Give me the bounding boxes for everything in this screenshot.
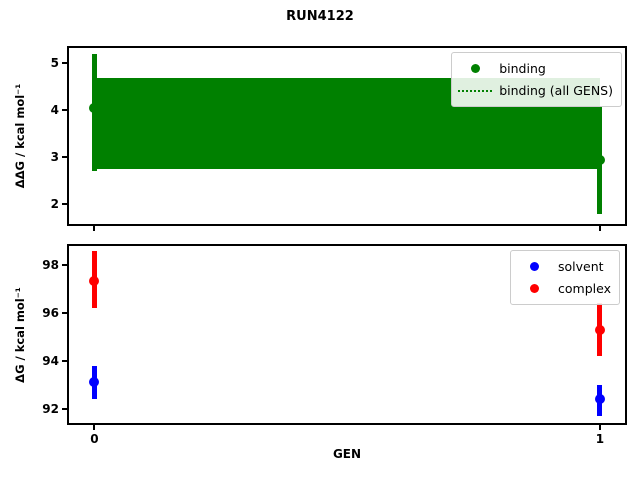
- y-tick: [62, 203, 67, 206]
- y-tick: [62, 407, 67, 410]
- legend-dg: solvent complex: [510, 250, 620, 305]
- x-tick: [598, 425, 601, 430]
- x-axis-label: GEN: [332, 447, 362, 461]
- legend-label-solvent: solvent: [558, 259, 604, 274]
- y-tick: [62, 109, 67, 112]
- x-tick: [93, 226, 96, 231]
- red-dot-icon: [517, 284, 551, 293]
- y-tick-label: 98: [42, 258, 59, 273]
- legend-label-binding: binding: [499, 61, 546, 76]
- x-tick-label: 0: [90, 432, 99, 446]
- data-point-marker: [594, 394, 605, 405]
- figure-title: RUN4122: [286, 9, 354, 24]
- y-tick-label: 2: [50, 197, 59, 212]
- legend-item-binding-all-gens: binding (all GENS): [458, 80, 613, 101]
- legend-binding: binding binding (all GENS): [451, 52, 622, 107]
- y-tick: [62, 62, 67, 65]
- y-tick-label: 4: [50, 103, 59, 118]
- y-axis-label-ddg: ΔΔG / kcal mol⁻¹: [13, 83, 27, 189]
- legend-label-binding-all-gens: binding (all GENS): [499, 83, 613, 98]
- legend-item-complex: complex: [517, 278, 611, 299]
- y-tick: [62, 156, 67, 159]
- x-tick: [93, 425, 96, 430]
- y-tick-label: 3: [50, 150, 59, 165]
- legend-item-solvent: solvent: [517, 256, 611, 277]
- y-tick: [62, 359, 67, 362]
- data-point-marker: [89, 275, 100, 286]
- dg-plot-panel: ΔG / kcal mol⁻¹ solvent complex 92 94 96 98…: [13, 244, 627, 446]
- binding-plot-panel: ΔΔG / kcal mol⁻¹ binding binding (all GE…: [13, 46, 627, 231]
- blue-dot-icon: [517, 262, 551, 271]
- y-tick-label: 92: [42, 401, 59, 416]
- data-point-marker: [89, 377, 100, 388]
- y-tick-label: 96: [42, 305, 59, 320]
- x-tick-label: 1: [595, 432, 605, 446]
- y-axis-label-dg: ΔG / kcal mol⁻¹: [13, 286, 27, 383]
- y-tick: [62, 264, 67, 267]
- green-dot-icon: [458, 64, 492, 73]
- y-tick-label: 94: [42, 353, 59, 368]
- x-tick: [598, 226, 601, 231]
- legend-label-complex: complex: [558, 281, 611, 296]
- data-point-marker: [594, 324, 605, 335]
- green-dotted-line-icon: [458, 89, 493, 92]
- y-tick: [62, 311, 67, 314]
- y-tick-label: 5: [50, 56, 59, 71]
- data-point-marker: [594, 154, 605, 165]
- data-point-marker: [89, 103, 100, 114]
- legend-item-binding: binding: [458, 58, 613, 79]
